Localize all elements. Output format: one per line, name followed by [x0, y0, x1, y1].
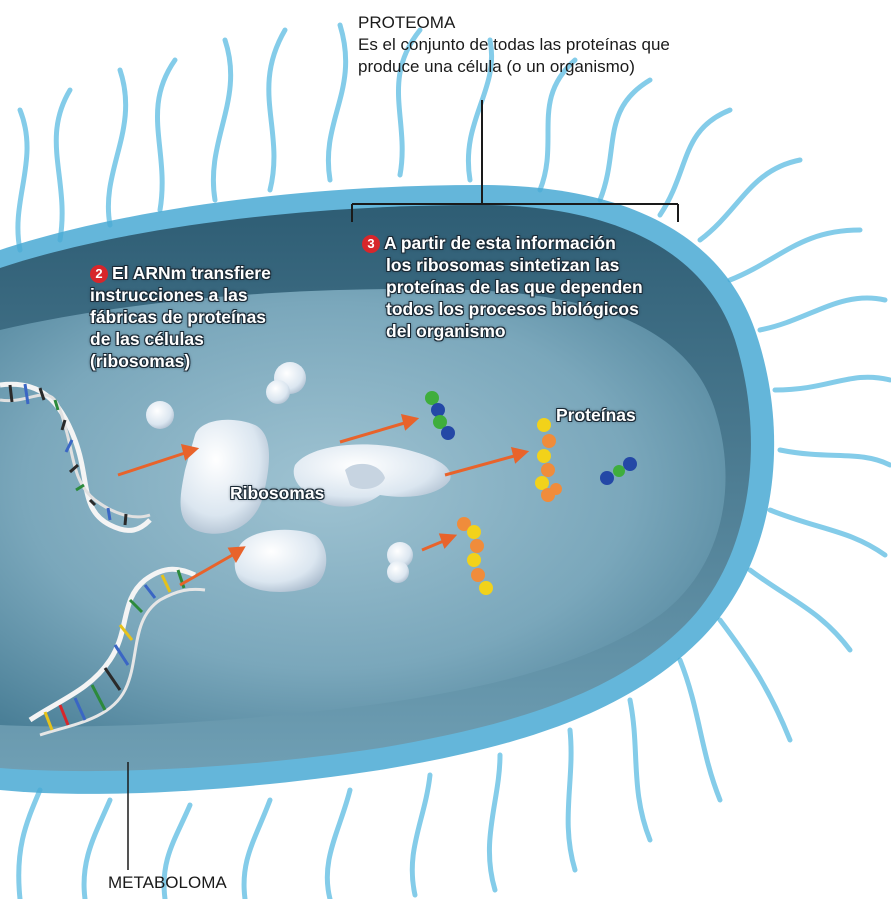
step-3-line-3: proteínas de las que dependen — [362, 276, 643, 298]
proteoma-description-line-2: produce una célula (o un organismo) — [358, 56, 670, 78]
metaboloma-label: METABOLOMA — [108, 872, 227, 894]
step-2-line-1: El ARNm transfiere — [112, 263, 271, 283]
step-3-line-4: todos los procesos biológicos — [362, 298, 643, 320]
step-2-line-4: de las células — [90, 328, 271, 350]
proteoma-description-line-1: Es el conjunto de todas las proteínas qu… — [358, 34, 670, 56]
step-3-line-1: A partir de esta información — [384, 233, 616, 253]
ribosomas-label: Ribosomas — [230, 482, 324, 504]
step-2-badge: 2 — [90, 265, 108, 283]
proteinas-label: Proteínas — [556, 404, 636, 426]
step-2-caption: 2El ARNm transfiere instrucciones a las … — [90, 262, 271, 372]
step-3-line-2: los ribosomas sintetizan las — [362, 254, 643, 276]
step-3-line-5: del organismo — [362, 320, 643, 342]
step-2-line-5: (ribosomas) — [90, 350, 271, 372]
proteoma-label: PROTEOMA Es el conjunto de todas las pro… — [358, 12, 670, 78]
step-3-badge: 3 — [362, 235, 380, 253]
step-2-line-3: fábricas de proteínas — [90, 306, 271, 328]
step-2-line-2: instrucciones a las — [90, 284, 271, 306]
step-3-caption: 3A partir de esta información los riboso… — [362, 232, 643, 342]
proteoma-title: PROTEOMA — [358, 12, 670, 34]
